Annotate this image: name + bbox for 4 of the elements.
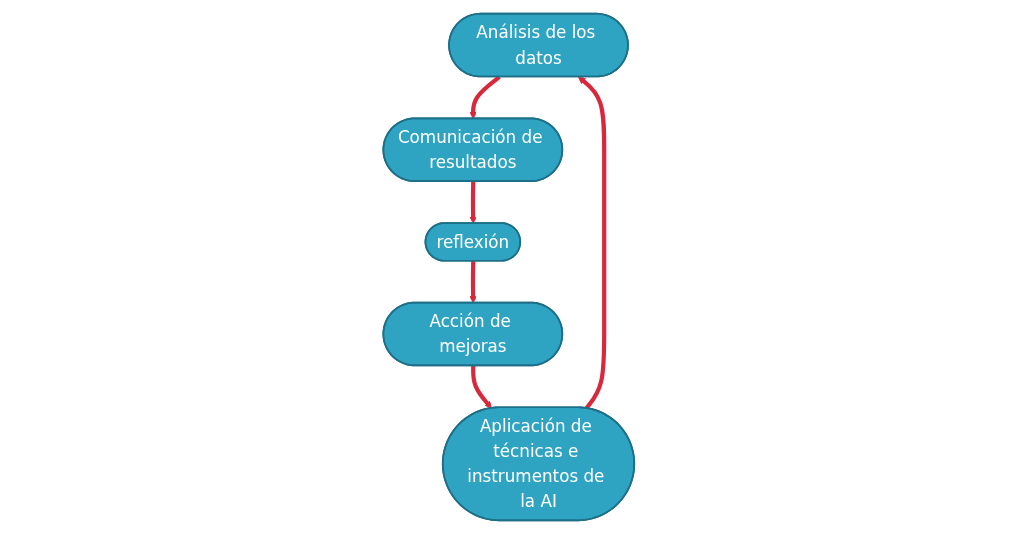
arrow (471, 365, 493, 409)
arrow (578, 76, 607, 410)
arrow (469, 181, 477, 224)
arrow (469, 260, 477, 303)
